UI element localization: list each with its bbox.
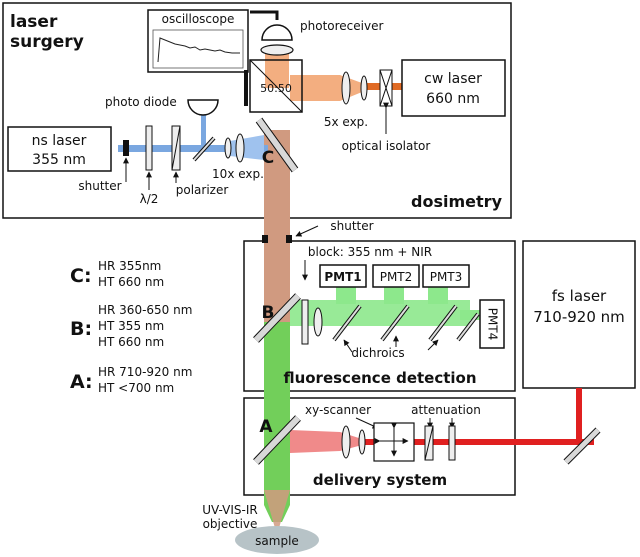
pmt3-label: PMT3 <box>430 270 463 284</box>
isolator-label: optical isolator <box>342 139 431 153</box>
legend-a-key: A: <box>70 371 93 393</box>
cw-laser-name: cw laser <box>424 71 482 87</box>
fs-beam <box>362 439 594 445</box>
exp10x-lens-1 <box>224 137 232 159</box>
exp10x-lens-2 <box>235 133 245 163</box>
mirror-c <box>255 117 299 173</box>
photodiode-icon <box>187 99 219 116</box>
photoreceiver-label: photoreceiver <box>300 19 383 33</box>
fs-beam-wide <box>290 430 340 453</box>
mirror-a <box>253 415 301 465</box>
pmt4-label: PMT4 <box>486 308 500 341</box>
green-branch <box>290 300 470 326</box>
legend-b-key: B: <box>70 318 92 340</box>
fluor-lens <box>313 307 323 337</box>
fluorescence-title: fluorescence detection <box>283 369 476 387</box>
delivery-lens-2 <box>358 429 366 455</box>
pmt1-label: PMT1 <box>324 270 361 284</box>
pmt3-box <box>422 264 470 288</box>
block-label: block: 355 nm + NIR <box>308 245 432 259</box>
shutter-ns-label: shutter <box>78 179 121 193</box>
mirror-c-label: C <box>262 148 274 168</box>
fluorescence-box <box>243 240 516 392</box>
shutter-main-label: shutter <box>330 219 373 233</box>
ns-laser-name: ns laser <box>32 133 87 149</box>
exp5x-lens-2 <box>360 75 368 101</box>
beamsplitter-label: 50:50 <box>260 82 292 95</box>
cw-beam-wide <box>290 75 340 101</box>
mirror-b <box>253 293 301 343</box>
green-beam <box>264 322 290 522</box>
laser-surgery-title-2: surgery <box>10 32 84 52</box>
photodiode-label: photo diode <box>105 95 177 109</box>
osc-cable <box>250 10 279 20</box>
objective-label-1: UV-VIS-IR <box>202 503 258 517</box>
green-to-pmt1 <box>336 284 356 304</box>
fs-laser-wavelength: 710-920 nm <box>533 308 625 326</box>
shutter-ns-icon <box>123 140 129 156</box>
fs-laser-name: fs laser <box>552 287 607 305</box>
oscilloscope-trace <box>157 37 240 63</box>
cw-laser-wavelength: 660 nm <box>426 91 480 107</box>
pmt4-box <box>479 299 505 349</box>
pmt1-box <box>319 264 367 288</box>
mirror-legend: C: HR 355nm HT 660 nm B: HR 360-650 nm H… <box>70 259 192 395</box>
ns-laser-box <box>7 126 112 172</box>
objective-label-2: objective <box>203 517 258 531</box>
legend-c-key: C: <box>70 265 92 287</box>
photoreceiver-icon <box>261 24 293 41</box>
legend-c-line-1: HR 355nm <box>98 259 161 273</box>
pmt2-label: PMT2 <box>380 270 413 284</box>
halfwave-label: λ/2 <box>140 192 159 206</box>
cw-laser-box <box>401 59 506 117</box>
shutter-main-left <box>262 235 268 243</box>
legend-b-line-3: HT 660 nm <box>98 335 164 349</box>
green-to-pmt2 <box>384 284 404 304</box>
dichroics-label: dichroics <box>351 346 404 360</box>
legend-a-line-1: HR 710-920 nm <box>98 365 192 379</box>
sample-label: sample <box>255 534 299 548</box>
green-to-pmt3 <box>428 284 448 304</box>
ns-laser-wavelength: 355 nm <box>32 152 86 168</box>
fs-mirror <box>563 427 601 465</box>
attenuator-waveplate <box>448 425 456 461</box>
uv-expanded <box>230 135 264 160</box>
delivery-title: delivery system <box>313 471 447 489</box>
beam-focus <box>264 490 290 535</box>
pmt2-box <box>372 264 420 288</box>
exp5x-label: 5x exp. <box>324 115 368 129</box>
legend-b-line-1: HR 360-650 nm <box>98 303 192 317</box>
legend-c-line-2: HT 660 nm <box>98 275 164 289</box>
green-to-pmt4 <box>460 310 484 320</box>
photoreceiver-lens <box>260 44 294 56</box>
beam-dump <box>244 70 248 106</box>
exp5x-lens-1 <box>341 71 351 105</box>
uv-beam <box>118 145 268 152</box>
block-filter <box>301 299 309 345</box>
delivery-box <box>243 397 516 496</box>
mirror-a-label: A <box>259 417 273 437</box>
polarizer-label: polarizer <box>176 183 229 197</box>
sample-icon <box>235 526 319 554</box>
beamsplitter-diag <box>249 59 303 113</box>
laser-surgery-box <box>2 2 512 219</box>
laser-surgery-title-1: laser <box>10 12 58 32</box>
beamsplitter-cube <box>249 59 303 113</box>
fs-beam-up <box>576 388 582 442</box>
legend-b-line-2: HT 355 nm <box>98 319 164 333</box>
uv-pickoff <box>201 108 206 150</box>
legend-a-line-2: HT <700 nm <box>98 381 174 395</box>
delivery-lens-1 <box>341 425 351 459</box>
halfwave-plate-icon <box>145 125 153 171</box>
shutter-main-right <box>286 235 292 243</box>
xy-scanner-label: xy-scanner <box>305 403 371 417</box>
mirror-b-label: B <box>262 303 275 323</box>
dosimetry-label: dosimetry <box>411 192 503 211</box>
oscilloscope-label: oscilloscope <box>162 12 235 26</box>
exp10x-label: 10x exp. <box>212 167 264 181</box>
attenuation-label: attenuation <box>411 403 481 417</box>
